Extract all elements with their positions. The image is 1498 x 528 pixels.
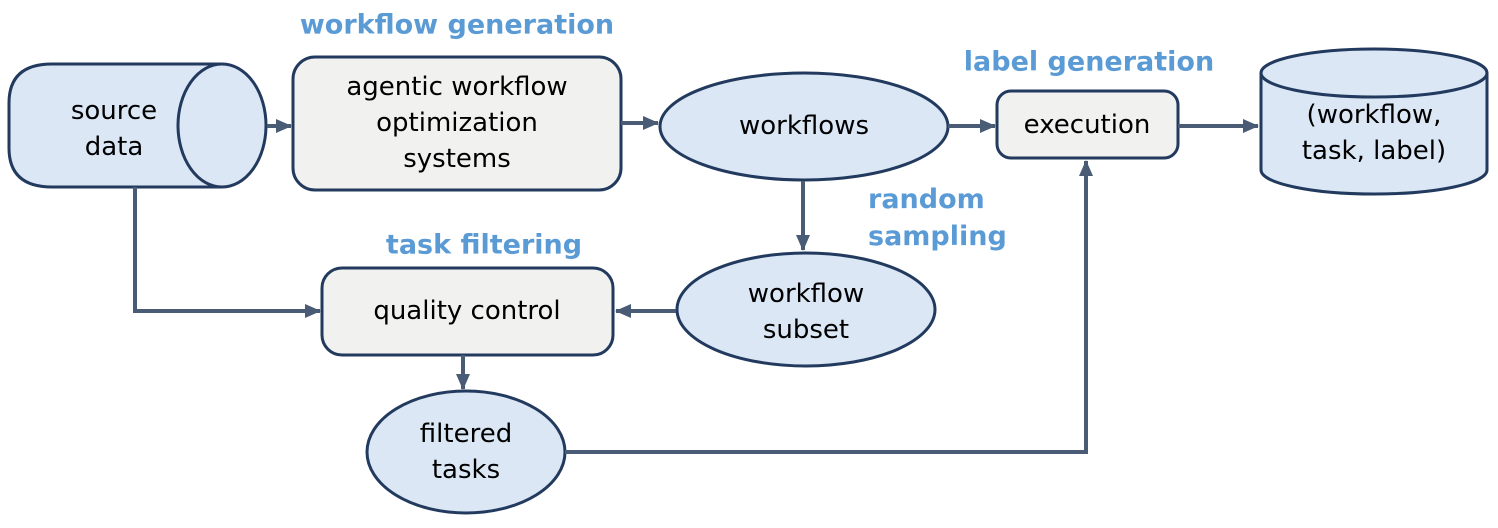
text-line: agentic workflow xyxy=(346,72,568,102)
source-data-label: source data xyxy=(71,93,157,165)
text-line: subset xyxy=(762,315,850,345)
source-data-cylinder xyxy=(7,62,268,189)
text-line: execution xyxy=(1023,110,1151,140)
text-line: (workflow, xyxy=(1306,100,1442,130)
text-line: systems xyxy=(403,144,511,174)
filtered-tasks-label: filtered tasks xyxy=(420,416,512,488)
arrow-source-to-quality xyxy=(133,187,321,318)
task-filtering-label: task filtering xyxy=(385,229,583,261)
random-sampling-line: random xyxy=(868,184,985,215)
text-line: workflows xyxy=(738,111,870,141)
execution-label: execution xyxy=(1024,107,1151,143)
text-line: optimization xyxy=(376,108,538,138)
text-line: tasks xyxy=(431,455,501,485)
agentic-workflow-label: agentic workflow optimization systems xyxy=(346,69,567,177)
text-line: data xyxy=(84,132,144,162)
random-sampling-line: sampling xyxy=(868,221,1007,252)
workflow-subset-label: workflow subset xyxy=(748,276,864,348)
text-line: filtered xyxy=(419,419,513,449)
workflows-label: workflows xyxy=(739,108,869,144)
text-line: source xyxy=(70,96,158,126)
text-line: quality control xyxy=(373,296,561,326)
random-sampling-label: random sampling xyxy=(868,181,1007,255)
dataset-cylinder xyxy=(1259,47,1489,196)
workflow-generation-label: workflow generation xyxy=(299,9,615,41)
workflow-subset-ellipse xyxy=(675,251,937,368)
dataset-label: (workflow, task, label) xyxy=(1302,97,1446,169)
text-line: workflow xyxy=(747,279,865,309)
label-generation-label: label generation xyxy=(963,46,1215,78)
arrow-filtered-to-execution xyxy=(565,160,1093,454)
quality-control-label: quality control xyxy=(373,293,560,329)
text-line: task, label) xyxy=(1301,136,1447,166)
quality-control-box xyxy=(320,266,615,357)
